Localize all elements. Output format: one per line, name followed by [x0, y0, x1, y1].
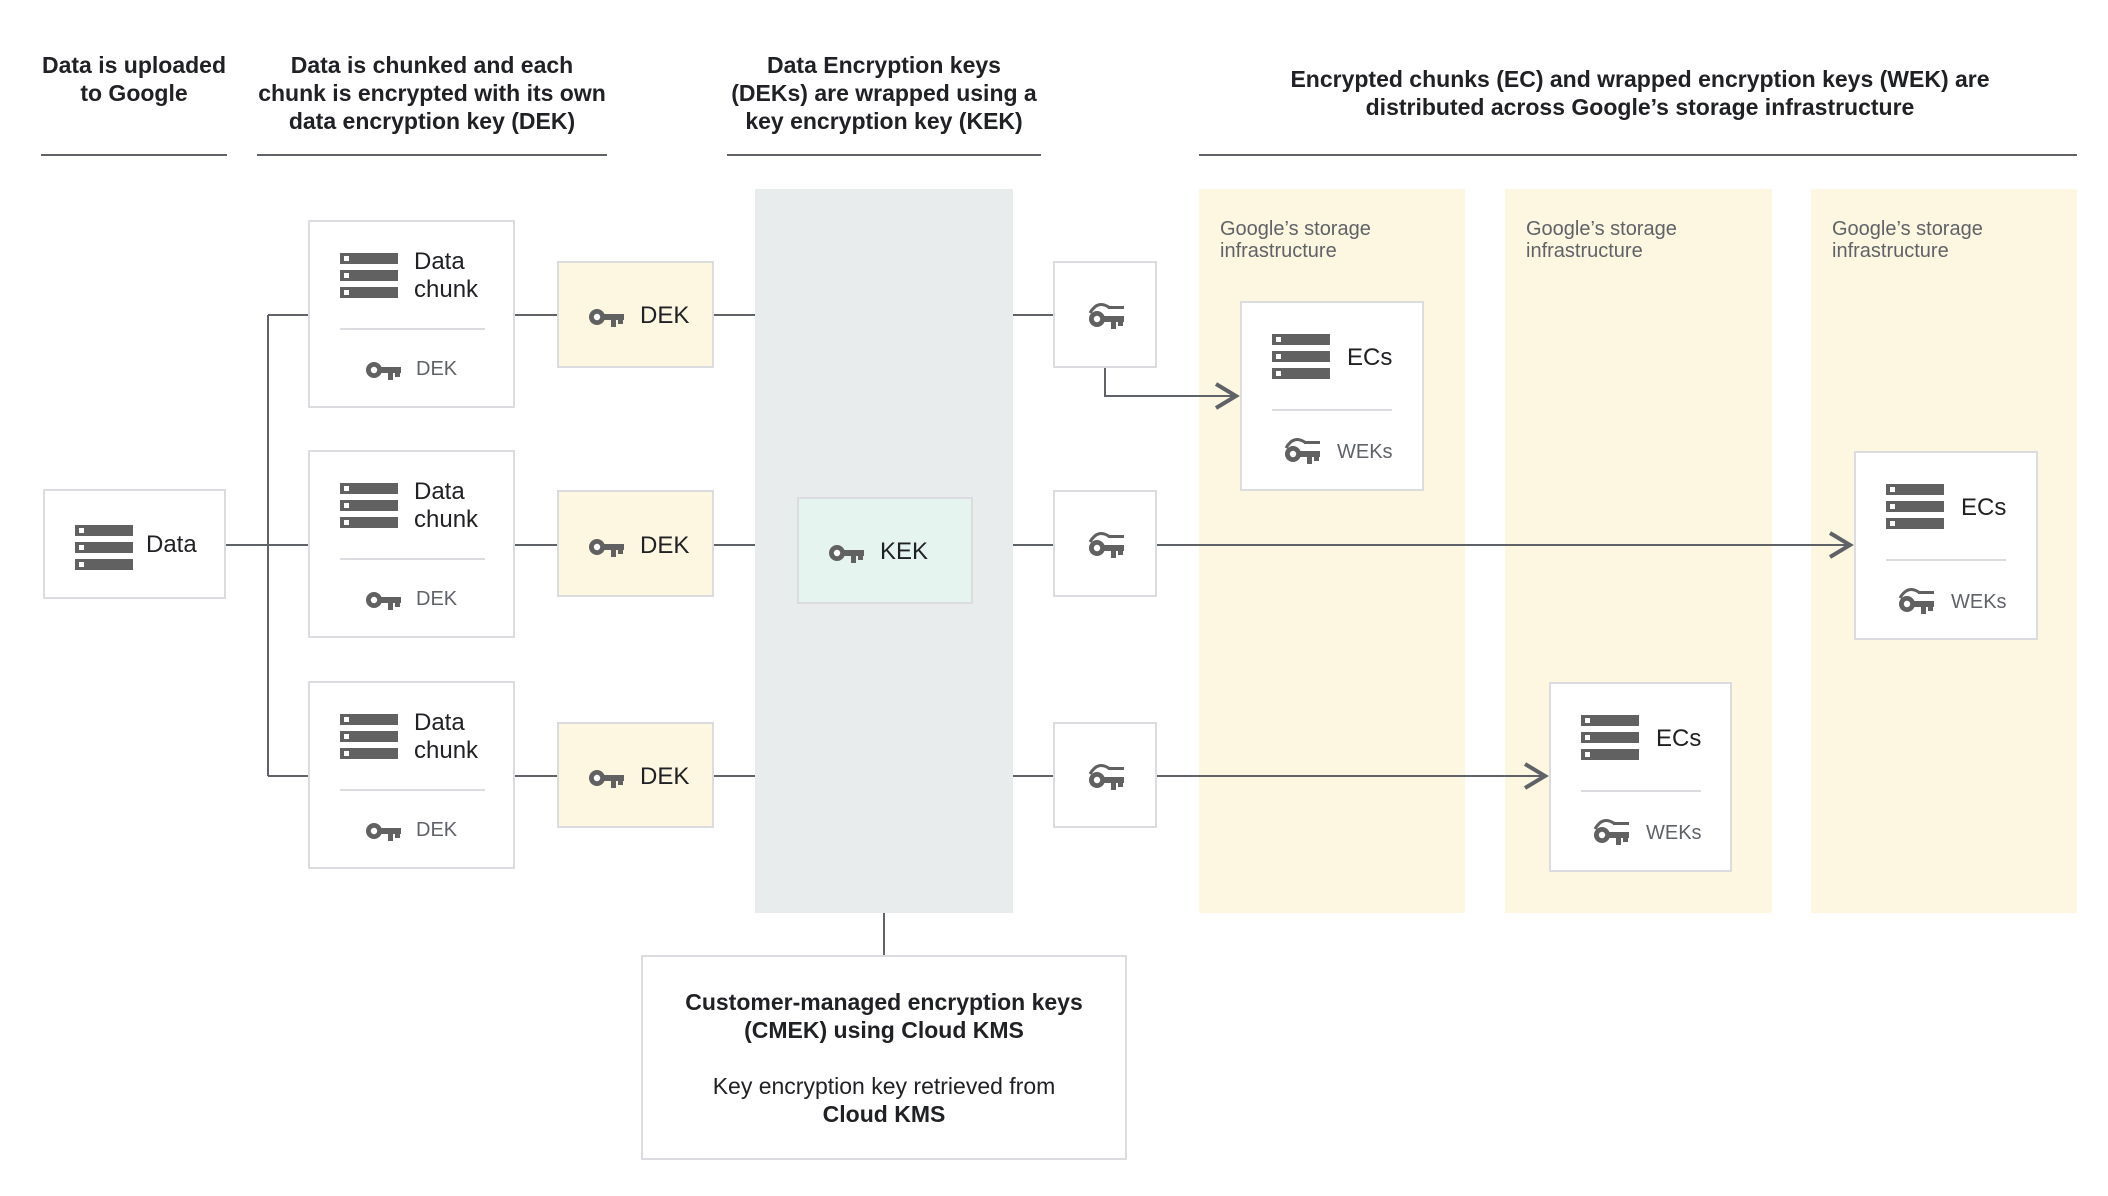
- ec-box: ECs WEKs: [1854, 451, 2038, 640]
- key-icon: [588, 535, 624, 559]
- server-stack-icon: [75, 525, 133, 573]
- dek-box: DEK: [557, 490, 714, 597]
- wrapped-key-icon: [1088, 301, 1124, 331]
- divider: [1272, 409, 1392, 411]
- server-stack-icon: [340, 253, 398, 301]
- key-icon: [365, 588, 401, 612]
- storage-title-line: infrastructure: [1526, 240, 1643, 262]
- chunk-label-line: chunk: [414, 737, 479, 764]
- kek-box: KEK: [797, 497, 973, 604]
- key-icon: [828, 541, 864, 565]
- dek-label: DEK: [640, 302, 690, 329]
- header-divider: [1199, 154, 2077, 156]
- chunk-dek-label: DEK: [416, 588, 458, 610]
- storage-title-line: infrastructure: [1832, 240, 1949, 262]
- header-divider: [257, 154, 607, 156]
- storage-title-line: Google’s storage: [1526, 218, 1677, 240]
- ec-label: ECs: [1961, 494, 2007, 521]
- ec-label: ECs: [1347, 344, 1393, 371]
- dek-box: DEK: [557, 722, 714, 828]
- header-wrap: Data Encryption keys (DEKs) are wrapped …: [731, 52, 1037, 134]
- wrapped-key-icon: [1898, 586, 1934, 616]
- chunk-label-line: Data: [414, 478, 465, 505]
- ec-box: ECs WEKs: [1549, 682, 1732, 872]
- header-distribute: Encrypted chunks (EC) and wrapped encryp…: [1290, 66, 1990, 120]
- chunk-label-line: chunk: [414, 506, 479, 533]
- arrow-to-storage-1: [1104, 368, 1240, 410]
- cmek-title: Customer-managed encryption keys(CMEK) u…: [643, 988, 1125, 1044]
- cmek-body-emphasis: Cloud KMS: [822, 1101, 946, 1127]
- divider: [1886, 559, 2006, 561]
- key-icon: [588, 766, 624, 790]
- wrapped-key-icon: [1088, 530, 1124, 560]
- chunk-label-line: chunk: [414, 276, 479, 303]
- storage-title-line: infrastructure: [1220, 240, 1337, 262]
- wek-label: WEKs: [1951, 591, 2007, 613]
- wrapped-key-box: [1053, 490, 1157, 597]
- key-icon: [365, 358, 401, 382]
- header-divider: [727, 154, 1041, 156]
- chunk-dek-label: DEK: [416, 819, 458, 841]
- wrapped-key-icon: [1593, 817, 1629, 847]
- wek-label: WEKs: [1646, 822, 1702, 844]
- ec-box: ECs WEKs: [1240, 301, 1424, 491]
- header-upload: Data is uploaded to Google: [41, 52, 227, 106]
- divider: [340, 789, 485, 791]
- key-icon: [588, 305, 624, 329]
- server-stack-icon: [1886, 484, 1944, 532]
- divider: [340, 558, 485, 560]
- data-box: Data: [43, 489, 226, 599]
- chunk-label-line: Data: [414, 248, 465, 275]
- divider: [1581, 790, 1701, 792]
- wrapped-key-box: [1053, 722, 1157, 828]
- wrapped-key-icon: [1088, 762, 1124, 792]
- chunk-label-line: Data: [414, 709, 465, 736]
- header-chunk: Data is chunked and each chunk is encryp…: [258, 52, 606, 134]
- kek-label: KEK: [880, 538, 929, 565]
- storage-title-line: Google’s storage: [1832, 218, 1983, 240]
- cmek-title-line: Customer-managed encryption keys: [685, 989, 1083, 1015]
- storage-title-line: Google’s storage: [1220, 218, 1371, 240]
- server-stack-icon: [340, 483, 398, 531]
- dek-label: DEK: [640, 763, 690, 790]
- key-icon: [365, 819, 401, 843]
- wek-label: WEKs: [1337, 441, 1393, 463]
- cmek-body-line: Key encryption key retrieved from: [712, 1073, 1056, 1099]
- server-stack-icon: [1581, 715, 1639, 763]
- chunk-dek-label: DEK: [416, 358, 458, 380]
- cmek-box: Customer-managed encryption keys(CMEK) u…: [641, 955, 1127, 1160]
- server-stack-icon: [340, 714, 398, 762]
- dek-label: DEK: [640, 532, 690, 559]
- dek-box: DEK: [557, 261, 714, 368]
- divider: [340, 328, 485, 330]
- cmek-title-line: (CMEK) using Cloud KMS: [744, 1017, 1024, 1043]
- server-stack-icon: [1272, 334, 1330, 382]
- data-label: Data: [146, 531, 197, 558]
- ec-label: ECs: [1656, 725, 1702, 752]
- wrapped-key-box: [1053, 261, 1157, 368]
- wrapped-key-icon: [1284, 436, 1320, 466]
- header-divider: [41, 154, 227, 156]
